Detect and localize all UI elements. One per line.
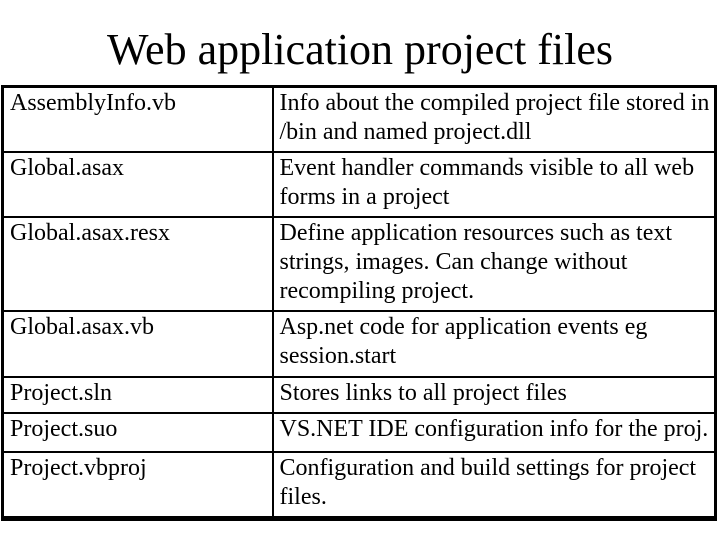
file-name-cell: Project.suo [1,412,274,453]
file-name-cell: Project.vbproj [1,451,274,520]
file-name-cell: Global.asax.resx [1,216,274,312]
file-name-cell: Global.asax.vb [1,310,274,378]
file-name-cell: Global.asax [1,151,274,218]
table-row: Project.sln Stores links to all project … [1,376,717,414]
table-row: Global.asax.vb Asp.net code for applicat… [1,310,717,378]
file-description-cell: Asp.net code for application events eg s… [271,310,717,378]
slide-title: Web application project files [107,25,613,74]
file-description-cell: Event handler commands visible to all we… [271,151,717,218]
file-description-cell: Configuration and build settings for pro… [271,451,717,520]
table-row: Global.asax Event handler commands visib… [1,151,717,218]
project-files-table: AssemblyInfo.vb Info about the compiled … [1,85,717,521]
table-row: Project.suo VS.NET IDE configuration inf… [1,412,717,453]
file-description-cell: Stores links to all project files [271,376,717,414]
table-row: AssemblyInfo.vb Info about the compiled … [1,85,717,153]
table-row: Project.vbproj Configuration and build s… [1,451,717,520]
table-row: Global.asax.resx Define application reso… [1,216,717,312]
file-description-cell: Info about the compiled project file sto… [271,85,717,153]
file-description-cell: VS.NET IDE configuration info for the pr… [271,412,717,453]
file-name-cell: Project.sln [1,376,274,414]
file-name-cell: AssemblyInfo.vb [1,85,274,153]
file-description-cell: Define application resources such as tex… [271,216,717,312]
